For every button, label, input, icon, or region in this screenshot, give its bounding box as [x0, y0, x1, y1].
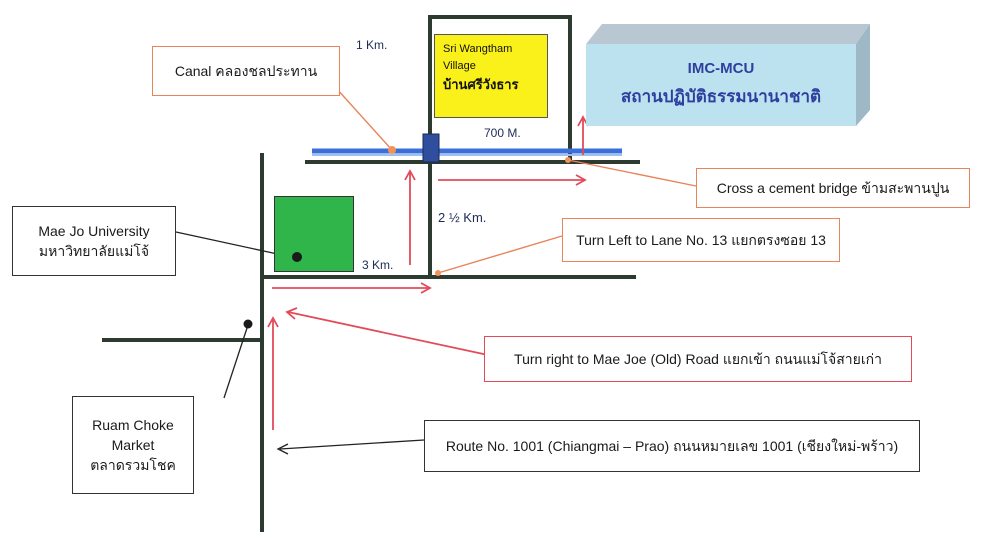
- callout-route-1001: Route No. 1001 (Chiangmai – Prao) ถนนหมา…: [424, 420, 920, 472]
- arrow-east-mae-jo-head: [420, 282, 432, 294]
- leader-bridge: [567, 159, 697, 187]
- arrow-turn-right-pointer-head: [285, 307, 298, 320]
- label-mae-jo-university: Mae Jo University มหาวิทยาลัยแม่โจ้: [12, 206, 176, 276]
- leader-route-1001-head: [276, 443, 289, 455]
- village-name-line2: Village: [443, 60, 476, 73]
- leader-lane-13: [437, 235, 563, 274]
- university-name: Mae Jo University: [38, 222, 150, 239]
- callout-canal: Canal คลองชลประทาน: [152, 46, 340, 96]
- bridge-marker: [565, 157, 571, 163]
- callout-turn-right-text: Turn right to Mae Joe (Old) Road แยกเข้า…: [514, 350, 882, 367]
- cement-bridge: [422, 133, 440, 163]
- label-ruam-choke-market: Ruam Choke Market ตลาดรวมโชค: [72, 396, 194, 494]
- village-name-line1: Sri Wangtham: [443, 43, 513, 55]
- leader-route-1001: [279, 439, 425, 450]
- leader-market: [223, 324, 249, 399]
- callout-lane-13: Turn Left to Lane No. 13 แยกตรงซอย 13: [562, 218, 840, 262]
- market-name-thai: ตลาดรวมโชค: [90, 457, 176, 474]
- imc-building-side: [856, 24, 870, 126]
- callout-canal-text: Canal คลองชลประทาน: [174, 62, 318, 79]
- sri-wangtham-village: Sri Wangtham Village บ้านศรีวังธาร: [434, 34, 548, 118]
- university-name-thai: มหาวิทยาลัยแม่โจ้: [38, 243, 150, 259]
- callout-turn-right-mae-jo: Turn right to Mae Joe (Old) Road แยกเข้า…: [484, 336, 912, 382]
- arrow-north-lane-13-head: [404, 169, 416, 181]
- callout-lane-13-text: Turn Left to Lane No. 13 แยกตรงซอย 13: [576, 231, 826, 248]
- distance-canal-1km: 1 Km.: [356, 38, 388, 52]
- callout-bridge-text: Cross a cement bridge ข้ามสะพานปูน: [716, 179, 950, 196]
- distance-3km: 3 Km.: [362, 258, 394, 272]
- distance-700m: 700 M.: [484, 126, 521, 140]
- market-name-line2: Market: [111, 436, 155, 453]
- callout-bridge: Cross a cement bridge ข้ามสะพานปูน: [696, 168, 970, 208]
- imc-name: IMC-MCU: [687, 60, 755, 77]
- village-name-thai: บ้านศรีวังธาร: [443, 77, 519, 93]
- university-marker: [292, 252, 302, 262]
- arrow-north-route-1001-head: [267, 316, 279, 328]
- lane-13-marker: [435, 270, 441, 276]
- arrow-east-canal-head: [575, 174, 587, 186]
- arrow-turn-right-pointer: [287, 311, 489, 356]
- imc-name-thai: สถานปฏิบัติธรรมนานาชาติ: [620, 87, 822, 106]
- market-name-line1: Ruam Choke: [92, 416, 174, 433]
- distance-2-5km: 2 ½ Km.: [438, 210, 487, 225]
- market-marker: [243, 319, 253, 329]
- imc-building-roof: [586, 24, 870, 44]
- mae-jo-university-grounds: [274, 196, 354, 272]
- callout-route-1001-text: Route No. 1001 (Chiangmai – Prao) ถนนหมา…: [445, 437, 899, 454]
- canal-marker: [388, 146, 396, 154]
- imc-mcu-building: IMC-MCU สถานปฏิบัติธรรมนานาชาติ: [586, 44, 856, 126]
